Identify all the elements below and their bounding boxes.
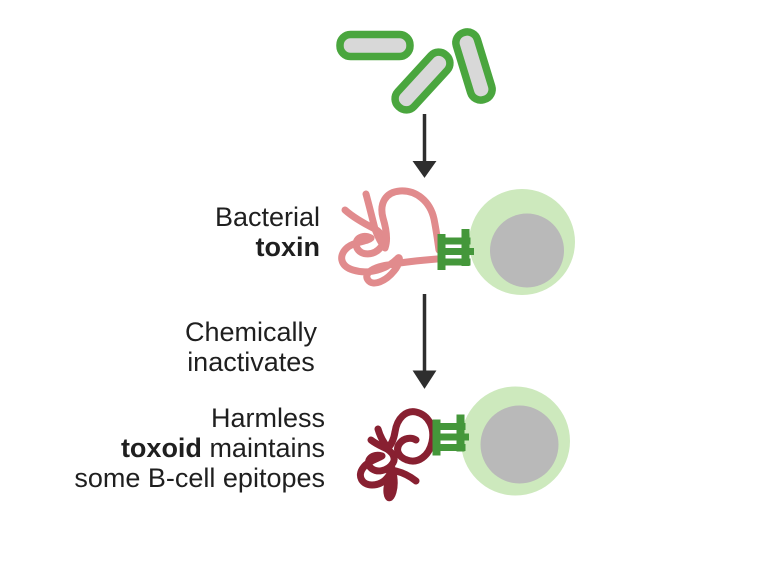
toxin-strand [338, 206, 441, 287]
arrow-head [412, 161, 437, 178]
bacteria-icon [336, 28, 496, 114]
cell-icon [461, 386, 570, 496]
bacterium-rod [336, 30, 414, 61]
receptor-binding-icon [437, 229, 474, 270]
label-line: toxin [215, 232, 321, 262]
receptor-bar [456, 414, 465, 452]
label-line: Chemically [185, 317, 317, 347]
label-text: Bacterial [214, 202, 320, 232]
toxoid-squiggle-icon [356, 408, 437, 502]
label-line: Bacterial [215, 202, 320, 232]
receptor-tooth [432, 444, 466, 451]
cell-nucleus [490, 213, 564, 288]
toxoid-strand [374, 408, 437, 465]
bacterium-rod [391, 48, 454, 114]
toxin-squiggle-icon [338, 187, 443, 287]
label-chemically-inactivates: Chemically inactivates [185, 317, 317, 377]
label-line: Harmless [74, 403, 325, 433]
toxoid-strand [356, 436, 420, 502]
label-text: some B-cell epitopes [74, 463, 325, 493]
receptor-tooth [437, 258, 471, 266]
label-text: maintains [201, 433, 325, 463]
label-line: inactivates [185, 347, 317, 377]
label-line: toxoid maintains [74, 433, 325, 463]
receptor-tooth [437, 248, 474, 255]
label-text-bold: toxoid [120, 433, 202, 463]
receptor-tooth [437, 237, 471, 245]
toxin-strand [362, 187, 443, 254]
down-arrow-icon [412, 114, 437, 178]
label-text: inactivates [187, 347, 315, 377]
receptor-tooth [432, 423, 466, 430]
arrow-head [412, 370, 437, 389]
label-text: Harmless [210, 403, 325, 433]
label-text-bold: toxin [255, 232, 321, 262]
cell-nucleus [480, 405, 559, 484]
bacterium-rod [452, 28, 496, 104]
receptor-binding-icon [432, 414, 469, 456]
label-text: Chemically [184, 317, 317, 347]
label-line: some B-cell epitopes [74, 463, 325, 493]
label-harmless-toxoid: Harmless toxoid maintains some B-cell ep… [74, 403, 325, 493]
cell-icon [469, 189, 575, 295]
label-bacterial-toxin: Bacterial toxin [215, 202, 320, 262]
receptor-tooth [432, 433, 469, 441]
down-arrow-icon [412, 294, 437, 389]
receptor-bar [461, 229, 470, 266]
